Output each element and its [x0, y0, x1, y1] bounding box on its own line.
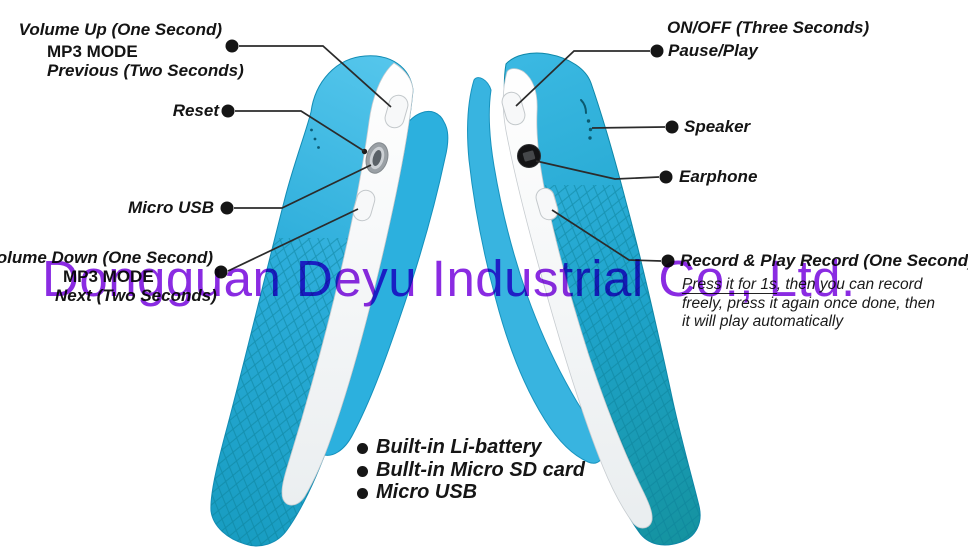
feature-list: Built-in Li-battery Bullt-in Micro SD ca…: [357, 436, 585, 504]
callout-connector-lines: [227, 45, 666, 272]
speaker-holes-icon: [580, 99, 593, 140]
volume-up-button[interactable]: [383, 93, 410, 130]
micro-usb-bullet: [220, 201, 234, 215]
mp3-previous-action-text: Previous (Two Seconds): [47, 60, 244, 80]
volume-up-bullet: [225, 39, 239, 53]
left-device-illustration: [210, 55, 449, 547]
volume-down-label: Volume Down (One Second): [0, 248, 213, 267]
speaker-line: [591, 126, 666, 129]
callout-bullets: [214, 39, 679, 279]
micro-usb-port[interactable]: [363, 140, 392, 176]
volume-up-label: Volume Up (One Second): [18, 20, 222, 39]
volume-down-button[interactable]: [351, 188, 377, 223]
pause-play-button[interactable]: [500, 90, 527, 127]
feature-item: Built-in Li-battery: [357, 436, 585, 459]
speaker-bullet: [665, 120, 679, 134]
record-note-rest: , then you can record freely, press it a…: [682, 276, 936, 330]
on-off-label: ON/OFF (Three Seconds): [667, 18, 870, 37]
mp3-mode-next-label: MP3 MODE Next (Two Seconds): [55, 267, 217, 305]
reset-label: Reset: [172, 101, 219, 120]
feature-item: Micro USB: [357, 481, 585, 504]
micro-usb-label: Micro USB: [128, 198, 214, 217]
mp3-mode-text: MP3 MODE: [47, 42, 138, 61]
record-button[interactable]: [534, 186, 560, 222]
volume-up-line: [239, 45, 392, 108]
feature-item: Bullt-in Micro SD card: [357, 458, 585, 481]
earphone-line: [535, 160, 660, 180]
record-instruction-note: Press it for 1s, then you can record fre…: [682, 276, 942, 332]
mic-holes-icon: [310, 128, 320, 149]
pause-play-line: [515, 50, 650, 107]
record-note-underlined: Press it for 1s: [682, 276, 777, 294]
volume-down-bullet: [214, 265, 228, 279]
mp3-mode-text: MP3 MODE: [63, 267, 154, 286]
record-play-record-label: Record & Play Record (One Second): [680, 251, 968, 270]
reset-bullet: [221, 104, 235, 118]
right-device-grip-texture: [545, 185, 700, 545]
earphone-label: Earphone: [679, 167, 758, 186]
earphone-bullet: [659, 170, 673, 184]
micro-usb-line: [234, 164, 372, 209]
record-bullet: [661, 254, 675, 268]
speaker-label: Speaker: [684, 117, 751, 136]
pause-play-bullet: [650, 44, 664, 58]
volume-down-line: [227, 208, 359, 272]
right-device-side-stripe: [502, 68, 653, 529]
pause-play-label: Pause/Play: [668, 41, 758, 60]
right-device-illustration: [467, 52, 701, 546]
mp3-mode-previous-label: MP3 MODE Previous (Two Seconds): [47, 42, 244, 80]
record-line: [551, 209, 662, 262]
earphone-jack[interactable]: [517, 144, 541, 168]
mp3-next-action-text: Next (Two Seconds): [55, 285, 217, 305]
reset-line: [235, 110, 365, 152]
